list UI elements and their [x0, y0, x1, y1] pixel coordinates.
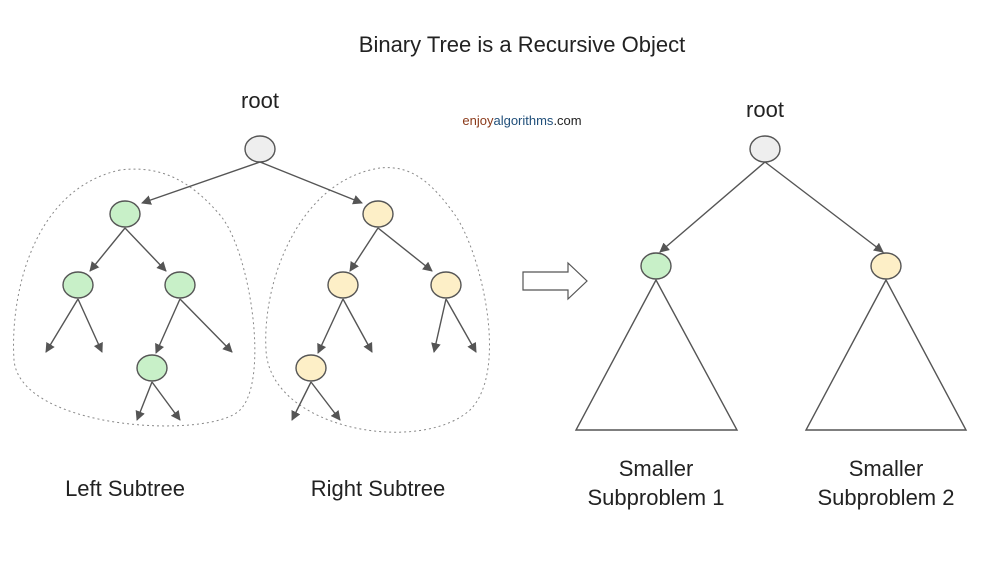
edge: [155, 298, 181, 354]
subproblem-1-triangle: [574, 278, 739, 431]
edge: [179, 298, 233, 353]
right-subtree-node: [327, 271, 359, 299]
transform-arrow-icon: [522, 261, 588, 301]
left-subtree-node: [164, 271, 196, 299]
right-subtree-label: Right Subtree: [311, 476, 446, 501]
edge: [349, 227, 379, 272]
left-subtree-label: Left Subtree: [65, 476, 185, 501]
subproblem-1-root-node: [640, 252, 672, 280]
edge: [141, 161, 261, 205]
edge: [659, 161, 766, 253]
left-subtree-boundary: [13, 168, 256, 427]
watermark: enjoyalgorithms.com: [462, 113, 581, 128]
subproblem-1-label-line1: Smaller: [619, 456, 694, 481]
edge: [431, 298, 447, 353]
right-subtree-node: [295, 354, 327, 382]
subproblem-1-label-line2: Subproblem 1: [588, 485, 725, 510]
left-tree-root-label: root: [241, 88, 279, 113]
subproblem-triangles: [574, 278, 968, 431]
edge: [317, 298, 344, 354]
subproblem-2-root-node: [870, 252, 902, 280]
right-subtree-node: [362, 200, 394, 228]
left-subtree-node: [136, 354, 168, 382]
edge: [445, 298, 477, 353]
right-tree-root-label: root: [746, 97, 784, 122]
subproblem-2-label-line1: Smaller: [849, 456, 924, 481]
left-subtree-node: [109, 200, 141, 228]
watermark-part-algorithms: algorithms: [493, 113, 553, 128]
edge: [77, 298, 103, 353]
subproblem-2-label-line2: Subproblem 2: [818, 485, 955, 510]
left-subtree-node: [62, 271, 94, 299]
edge: [124, 227, 167, 272]
right-subtree-boundary: [265, 167, 490, 433]
diagram-title: Binary Tree is a Recursive Object: [359, 32, 685, 57]
edge: [45, 298, 79, 353]
edge: [377, 227, 433, 272]
edge: [89, 227, 126, 272]
right-subtree-node: [430, 271, 462, 299]
right-tree-nodes: [640, 135, 902, 280]
root-node: [244, 135, 276, 163]
edge: [151, 381, 181, 421]
subproblem-2-triangle: [804, 278, 968, 431]
left-tree-edges: [45, 161, 477, 421]
root-node: [749, 135, 781, 163]
left-tree-nodes: [62, 135, 462, 382]
edge: [342, 298, 373, 353]
right-tree-edges: [659, 161, 884, 253]
edge: [291, 381, 312, 421]
edge: [310, 381, 341, 421]
edge: [135, 381, 153, 421]
edge: [764, 161, 884, 253]
watermark-part-com: .com: [553, 113, 581, 128]
edge: [259, 161, 363, 205]
watermark-part-enjoy: enjoy: [462, 113, 494, 128]
